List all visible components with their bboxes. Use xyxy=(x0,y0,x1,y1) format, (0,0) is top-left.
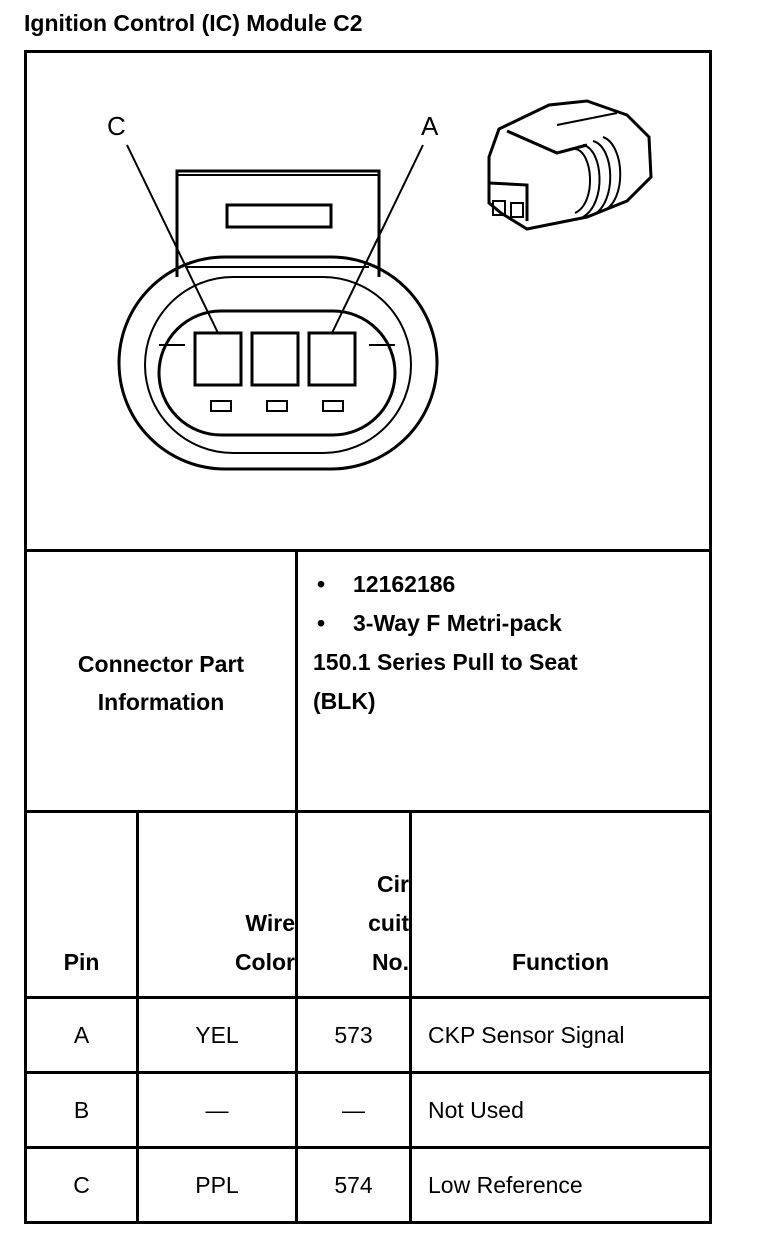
connector-inner-seal xyxy=(144,276,412,454)
connector-series: 150.1 Series Pull to Seat xyxy=(313,649,578,675)
header-text: cuit xyxy=(368,910,409,936)
wire-color-cell: YEL xyxy=(195,1021,239,1048)
pin-cell: B xyxy=(73,1096,90,1123)
header-text: Cir xyxy=(377,871,409,897)
header-text: No. xyxy=(371,949,409,975)
divider xyxy=(295,810,298,1221)
connector-outer-body xyxy=(117,255,439,471)
divider xyxy=(27,549,709,552)
connector-color: (BLK) xyxy=(313,688,376,714)
function-cell: Low Reference xyxy=(428,1171,583,1198)
function-cell: CKP Sensor Signal xyxy=(428,1021,625,1048)
wire-color-cell: PPL xyxy=(195,1171,239,1198)
header-wire-color: Wire Color xyxy=(139,813,295,996)
part-number: 12162186 xyxy=(353,571,456,597)
divider xyxy=(295,549,298,813)
pin-cell: C xyxy=(73,1171,90,1198)
connector-table-frame: C A Connector Part Information •12162186… xyxy=(24,50,712,1224)
connector-part-label: Connector Part Information xyxy=(77,650,245,715)
cavity-c xyxy=(193,331,243,387)
divider xyxy=(409,810,412,1221)
connector-part-info: •12162186 •3-Way F Metri-pack 150.1 Seri… xyxy=(313,565,703,721)
header-text: Color xyxy=(234,949,295,975)
connector-latch-window xyxy=(225,203,333,229)
list-item: •3-Way F Metri-pack xyxy=(313,604,703,643)
leader-line-c xyxy=(126,144,219,334)
divider xyxy=(136,810,139,1221)
connector-face xyxy=(157,309,397,437)
cavity-b xyxy=(250,331,300,387)
list-item: •12162186 xyxy=(313,565,703,604)
header-pin: Pin xyxy=(63,949,100,975)
header-function: Function xyxy=(511,949,610,975)
header-circuit-no: Cir cuit No. xyxy=(298,813,409,996)
function-cell: Not Used xyxy=(428,1096,524,1123)
wire-color-cell: — xyxy=(205,1096,229,1123)
connector-diagram: C A xyxy=(107,99,653,471)
leader-line-a xyxy=(331,144,424,334)
divider xyxy=(27,810,709,813)
page-title: Ignition Control (IC) Module C2 xyxy=(24,10,363,36)
circuit-cell: 574 xyxy=(334,1171,373,1198)
connector-type: 3-Way F Metri-pack xyxy=(353,610,562,636)
pin-label-a: A xyxy=(421,111,439,141)
circuit-cell: — xyxy=(342,1096,365,1123)
cavity-a xyxy=(307,331,357,387)
connector-side-view xyxy=(487,99,653,231)
pin-label-c: C xyxy=(107,111,126,141)
divider xyxy=(27,1071,709,1074)
circuit-cell: 573 xyxy=(334,1021,373,1048)
header-text: Wire xyxy=(245,910,295,936)
divider xyxy=(27,996,709,999)
pin-cell: A xyxy=(73,1021,90,1048)
divider xyxy=(27,1146,709,1149)
